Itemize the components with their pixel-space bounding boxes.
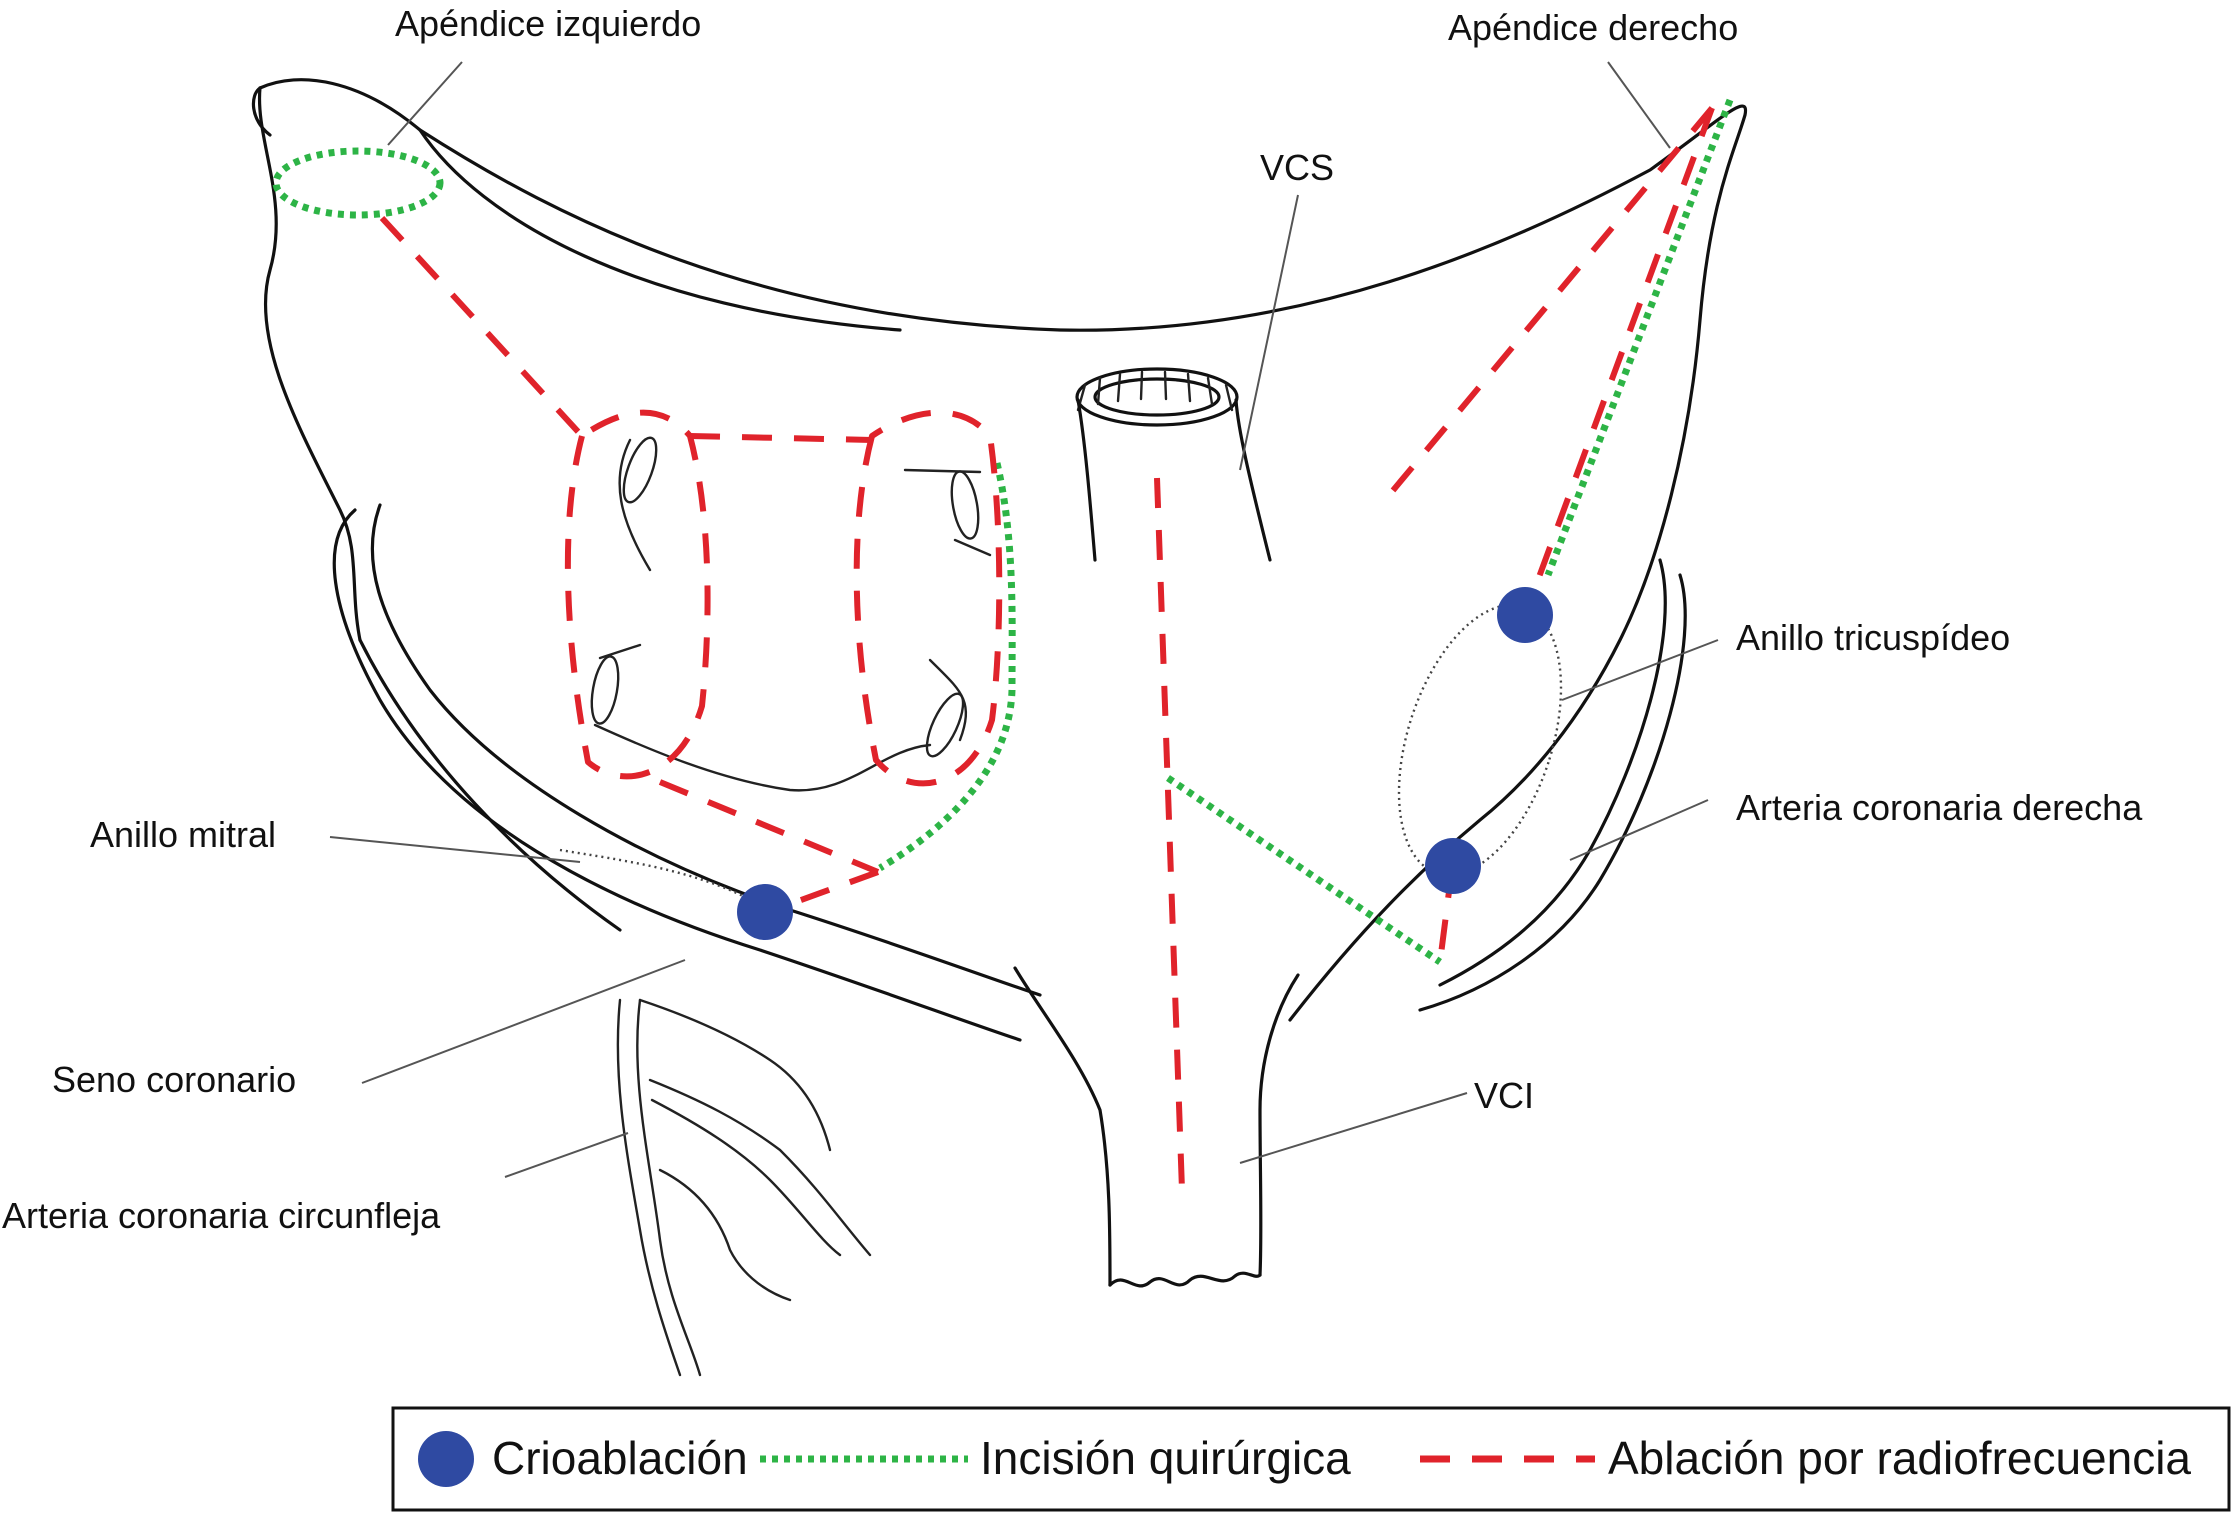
label-coronary-sinus: Seno coronario	[52, 1059, 296, 1100]
incision-pulmonary-box	[878, 462, 1016, 872]
surgical-incisions	[272, 98, 1734, 965]
cryo-tricuspid-bottom	[1425, 838, 1481, 894]
cryo-mitral	[737, 884, 793, 940]
legend-cryo-label: Crioablación	[492, 1432, 748, 1484]
incision-left-appendage	[272, 147, 444, 219]
label-circumflex: Arteria coronaria circunfleja	[2, 1195, 441, 1236]
legend-cryo-swatch	[418, 1431, 474, 1487]
right-coronary-band	[1418, 558, 1687, 1012]
inferior-vena-cava	[1013, 966, 1300, 1288]
label-mitral-ring: Anillo mitral	[90, 814, 276, 855]
rf-right-appendage-tricuspid	[1522, 106, 1715, 617]
pulmonary-veins	[590, 436, 992, 792]
rf-mitral-line	[766, 869, 880, 915]
rf-svc-ivc-line	[1154, 477, 1185, 1191]
atria-outline	[251, 78, 1748, 1022]
label-tricuspid-ring: Anillo tricuspídeo	[1736, 617, 2010, 658]
circumflex-branches	[616, 998, 872, 1377]
label-ivc: VCI	[1474, 1075, 1534, 1116]
rf-right-appendage-line	[1382, 106, 1715, 502]
rf-left-box	[564, 409, 711, 780]
rf-floor-line	[658, 779, 880, 875]
labels: Apéndice izquierdo Apéndice derecho VCS …	[2, 3, 2143, 1236]
cryo-points	[737, 587, 1553, 940]
rf-ablation-lines	[379, 106, 1715, 1191]
superior-vena-cava	[1075, 367, 1272, 562]
label-right-coronary: Arteria coronaria derecha	[1736, 787, 2143, 828]
rf-right-box	[853, 409, 1003, 787]
tricuspid-annulus	[1397, 603, 1563, 877]
incision-right-appendage	[1544, 98, 1734, 577]
coronary-sinus-band	[332, 503, 1042, 1042]
rf-left-appendage-line	[379, 215, 585, 439]
legend-rf-label: Ablación por radiofrecuencia	[1608, 1432, 2191, 1484]
legend-box	[391, 1406, 2231, 1512]
label-svc: VCS	[1260, 147, 1334, 188]
label-right-appendage: Apéndice derecho	[1448, 7, 1738, 48]
label-left-appendage: Apéndice izquierdo	[395, 3, 701, 44]
legend: Crioablación Incisión quirúrgica Ablació…	[391, 1406, 2231, 1512]
legend-incision-label: Incisión quirúrgica	[980, 1432, 1351, 1484]
leader-lines	[329, 61, 1719, 1178]
cryo-tricuspid-top	[1497, 587, 1553, 643]
rf-roof-line	[689, 433, 873, 443]
